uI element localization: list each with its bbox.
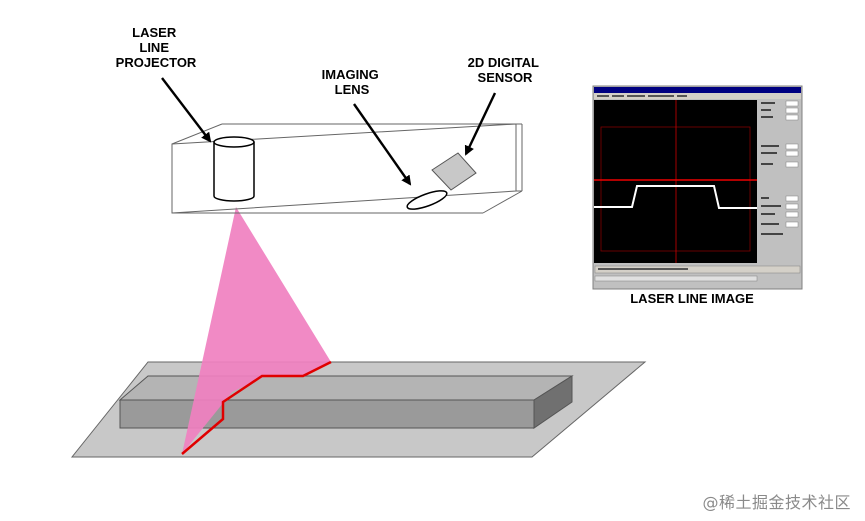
object-top-face: [118, 375, 574, 401]
sensor-plate-icon: [431, 152, 477, 191]
object-side-face: [533, 375, 573, 429]
projector-cylinder-icon: [213, 136, 255, 202]
laser-image-display: [594, 100, 757, 263]
sensor-label: 2D DIGITAL SENSOR: [468, 55, 543, 85]
window-menu-bar: [594, 93, 801, 99]
sensor-label-line2: SENSOR: [478, 70, 534, 85]
sensor-label-line1: 2D DIGITAL: [468, 55, 539, 70]
object-front-face: [119, 399, 535, 429]
watermark-text: @稀土掘金技术社区: [702, 493, 851, 512]
laser-line-trace: [181, 360, 332, 455]
control-panel-label-marks: [761, 102, 783, 235]
lens-ellipse-icon: [406, 190, 448, 210]
profile-trace: [594, 185, 757, 209]
projector-label: LASER LINE PROJECTOR: [116, 25, 197, 70]
lens-label-line1: IMAGING: [322, 67, 379, 82]
lens-label-line2: LENS: [335, 82, 370, 97]
sensor-housing: [171, 123, 523, 214]
menu-text-marks: [597, 95, 687, 97]
window-title-bar: [594, 87, 801, 93]
window-control-panel: [785, 100, 799, 228]
status-text-mark: [598, 268, 688, 270]
laser-beam-fan: [182, 207, 331, 454]
laser-line-image-caption: LASER LINE IMAGE: [630, 291, 754, 306]
projector-arrow: [161, 77, 212, 143]
projector-label-line1: LASER: [132, 25, 177, 40]
sensor-arrow: [464, 92, 497, 156]
display-roi-box: [600, 126, 751, 252]
projector-label-line2: LINE: [139, 40, 169, 55]
projector-label-line3: PROJECTOR: [116, 55, 197, 70]
window-status-bar: [594, 265, 801, 274]
lens-arrow: [353, 103, 412, 186]
lens-label: IMAGING LENS: [322, 67, 383, 97]
window-scroll-bar: [594, 275, 758, 282]
laser-line-image-window: [592, 85, 803, 290]
